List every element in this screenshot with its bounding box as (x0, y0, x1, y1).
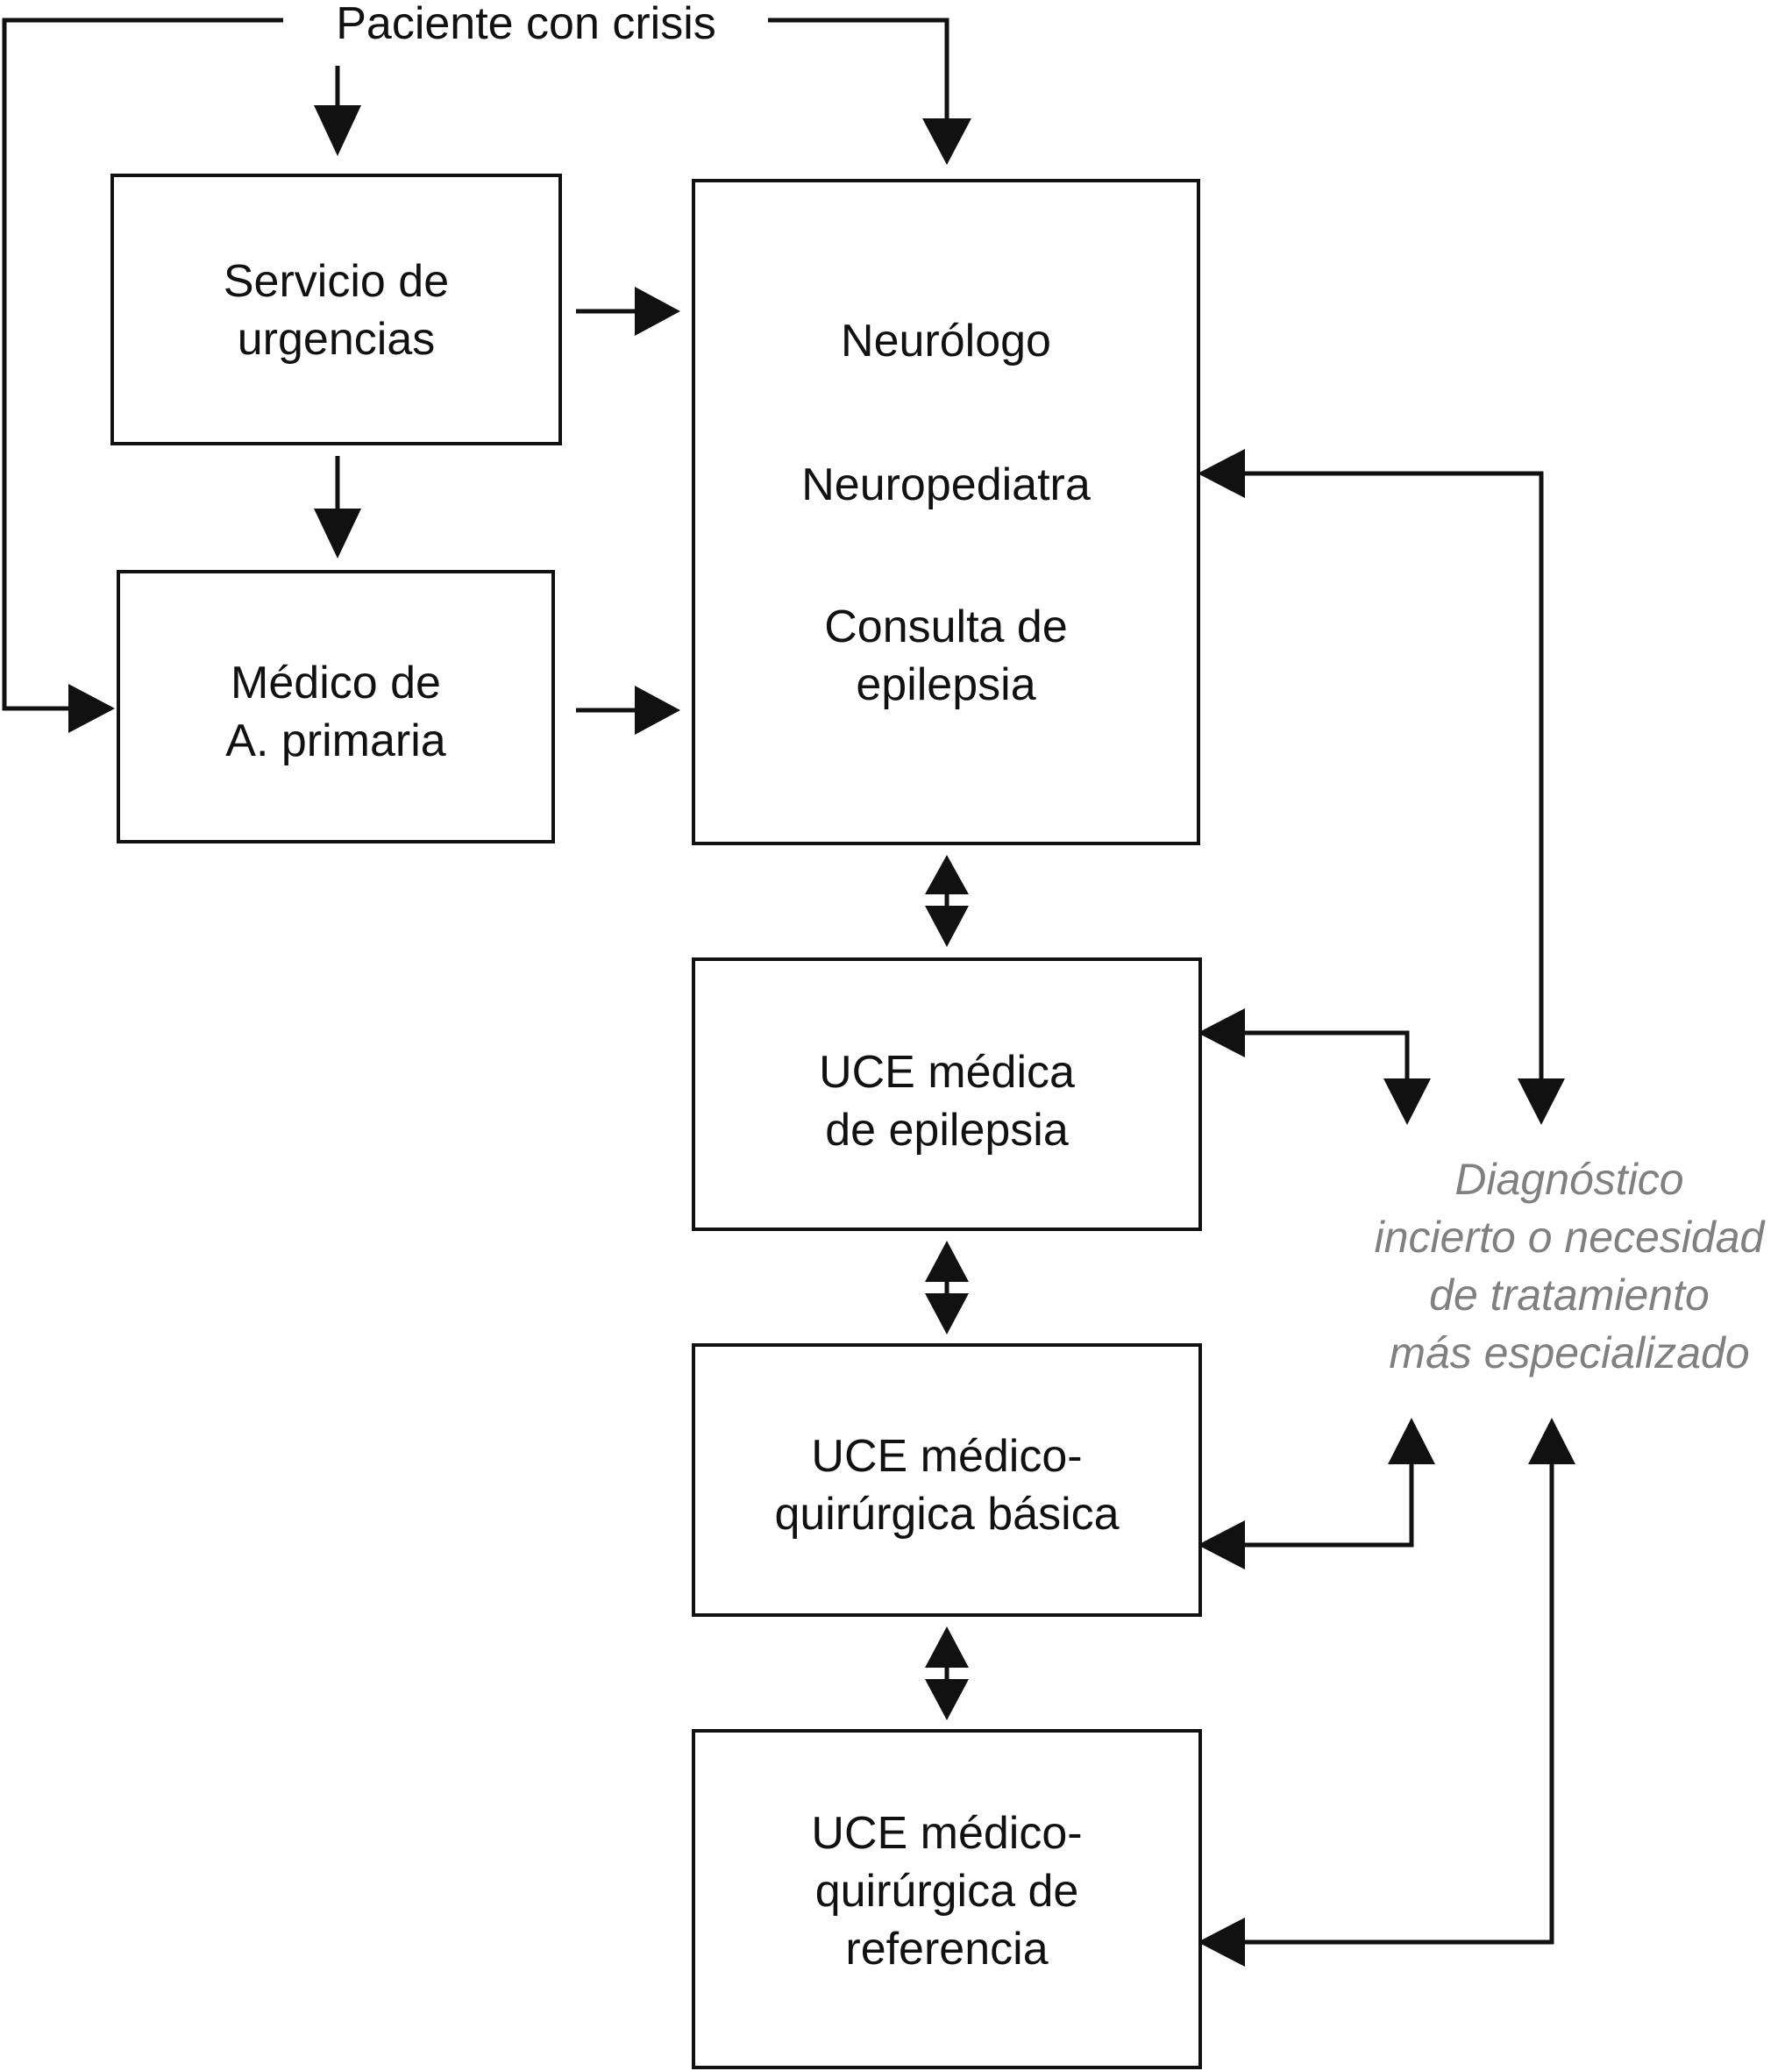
arrowhead-down-uce-medica-basica (925, 1293, 969, 1334)
node-uce-medica: UCE médica de epilepsia (692, 957, 1202, 1231)
arrowhead-left-uce-referencia (1198, 1918, 1245, 1967)
node-servicio-urgencias-label: Servicio de urgencias (223, 256, 450, 365)
arrowhead-down-neuro-uce-medica (925, 906, 969, 947)
connector-uce-referencia-to-note (1236, 1464, 1554, 1945)
node-uce-referencia-label: UCE médico- quirúrgica de referencia (811, 1808, 1083, 1975)
arrowhead-right-urgencias-neuro (635, 287, 680, 336)
arrowhead-up-uce-medica-basica (925, 1241, 969, 1282)
node-uce-medica-label: UCE médica de epilepsia (819, 1047, 1075, 1156)
connector-start-to-primaria (2, 18, 283, 711)
arrowhead-right-primaria-neuro (635, 686, 680, 735)
arrowhead-down-uce-basica-referencia (925, 1679, 969, 1720)
note-diagnostico-incierto: Diagnóstico incierto o necesidad de trat… (1374, 1155, 1765, 1377)
arrowhead-down-primaria (314, 509, 361, 559)
arrowhead-down-urgencias (314, 105, 361, 156)
node-uce-basica-label: UCE médico- quirúrgica básica (774, 1431, 1120, 1540)
connector-uce-basica-to-note (1236, 1464, 1414, 1548)
node-neurologo-label: Neurólogo (841, 316, 1051, 367)
node-uce-referencia: UCE médico- quirúrgica de referencia (692, 1729, 1202, 2069)
node-servicio-urgencias: Servicio de urgencias (110, 174, 562, 445)
node-medico-primaria: Médico de A. primaria (117, 570, 555, 843)
node-neuropediatra-label: Neuropediatra (801, 459, 1091, 510)
arrowhead-down-note-left (1383, 1078, 1431, 1125)
connector-uce-medica-to-note (1236, 1030, 1410, 1078)
connector-neuro-to-note (1236, 471, 1544, 1078)
arrowhead-left-uce-medica (1198, 1008, 1245, 1057)
arrowhead-up-uce-basica-referencia (925, 1626, 969, 1668)
arrowhead-left-uce-basica (1198, 1520, 1245, 1569)
arrowhead-right-start-primaria (68, 684, 115, 733)
node-consulta-epilepsia-label: Consulta de epilepsia (824, 601, 1068, 710)
node-neurologia: Neurólogo Neuropediatra Consulta de epil… (692, 179, 1200, 845)
arrowhead-up-neuro-uce-medica (925, 855, 969, 894)
start-label: Paciente con crisis (289, 0, 763, 53)
arrowhead-down-note-right (1518, 1078, 1565, 1125)
node-uce-basica: UCE médico- quirúrgica básica (692, 1343, 1202, 1617)
arrowhead-down-neuro (922, 118, 971, 165)
arrowhead-up-note-left (1388, 1418, 1435, 1464)
arrowhead-left-neuro (1198, 449, 1245, 498)
node-medico-primaria-label: Médico de A. primaria (225, 658, 446, 766)
arrowhead-up-note-right (1528, 1418, 1575, 1464)
connector-start-to-neuro (768, 18, 949, 118)
